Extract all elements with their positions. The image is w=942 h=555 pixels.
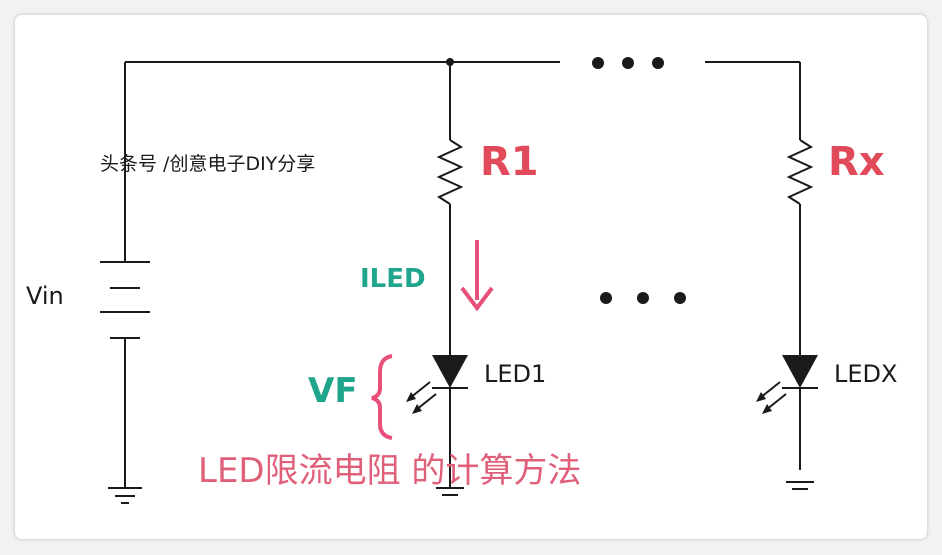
- resistor-r1: [436, 139, 464, 205]
- junction-dot: [446, 58, 454, 66]
- vf-label: VF: [308, 371, 358, 411]
- rx-label: Rx: [828, 139, 885, 185]
- caption-text: LED限流电阻 的计算方法: [198, 451, 581, 491]
- diagram-frame: [14, 14, 928, 540]
- r1-label: R1: [480, 139, 539, 185]
- ellipsis-top: [592, 57, 664, 69]
- ellipsis-middle: [600, 292, 686, 304]
- resistor-rx: [786, 139, 814, 205]
- led1-label: LED1: [484, 360, 546, 388]
- watermark-text: 头条号 /创意电子DIY分享: [100, 153, 315, 175]
- vin-label: Vin: [26, 282, 64, 310]
- led1-triangle: [432, 355, 468, 388]
- iled-arrow-head: [460, 286, 494, 312]
- ledx-triangle: [782, 355, 818, 388]
- vf-brace: [371, 354, 393, 440]
- ledx-label: LEDX: [834, 360, 897, 388]
- led1-ray-head-2: [412, 404, 422, 414]
- led1-ray-head-1: [406, 392, 416, 402]
- iled-label: ILED: [360, 264, 426, 294]
- ledx-ray-head-2: [762, 404, 772, 414]
- ledx-ray-head-1: [756, 392, 766, 402]
